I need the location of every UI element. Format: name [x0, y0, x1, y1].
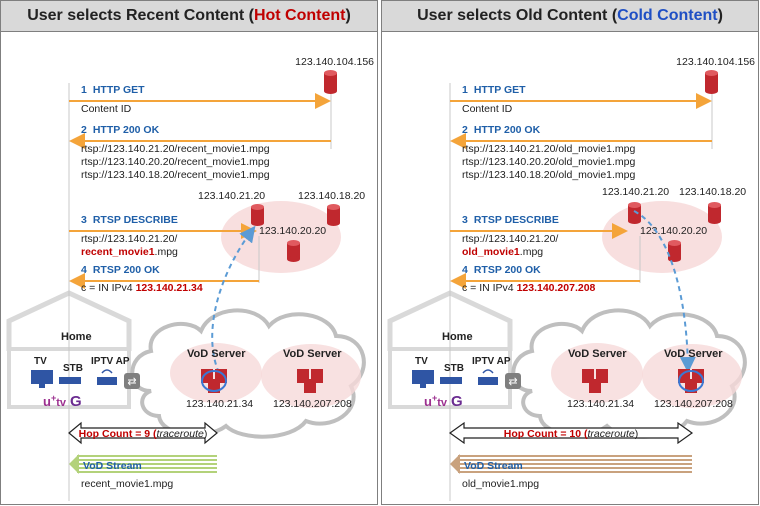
tv-icon — [31, 370, 53, 388]
origin-server-icon — [324, 70, 337, 94]
hop-count-arrow — [448, 421, 694, 445]
hop-count-label: Hop Count = 9 (traceroute) — [79, 428, 208, 440]
step4-detail: c = IN IPv4 123.140.21.34 — [81, 282, 203, 294]
step1-detail: Content ID — [462, 103, 513, 115]
redirect-arrow — [633, 210, 696, 373]
cache-server-icon — [668, 240, 681, 262]
cache-server-icon — [327, 204, 340, 226]
cache-server-icon — [251, 204, 264, 226]
step3-file: old_movie1.mpg — [462, 246, 543, 258]
ap-label: IPTV AP — [472, 356, 511, 367]
cluster-ip-a: 123.140.21.20 — [198, 190, 265, 202]
step2-url: rtsp://123.140.18.20/old_movie1.mpg — [462, 169, 636, 181]
ap-label: IPTV AP — [91, 356, 130, 367]
vod-server-ip: 123.140.207.208 — [273, 398, 352, 410]
step3-url: rtsp://123.140.21.20/ — [462, 233, 558, 245]
vod-stream-arrow — [69, 454, 217, 474]
vod-server-label: VoD Server — [664, 348, 723, 360]
redirect-arrow — [211, 225, 256, 374]
cache-cluster-area — [221, 201, 341, 273]
vod-server-ip: 123.140.21.34 — [567, 398, 634, 410]
origin-ip: 123.140.104.156 — [295, 56, 374, 68]
vod-server-icon — [678, 369, 704, 393]
vod-stream-arrow — [450, 454, 692, 474]
origin-ip: 123.140.104.156 — [676, 56, 755, 68]
step1-detail: Content ID — [81, 103, 132, 115]
sync-icon: ⇄ — [505, 373, 521, 389]
hop-count-arrow — [68, 421, 218, 445]
tv-label: TV — [415, 356, 428, 367]
step3-file: recent_movie1.mpg — [81, 246, 178, 258]
vod-server-icon — [201, 369, 227, 393]
origin-server-icon — [705, 70, 718, 94]
panel-title: User selects Old Content (Cold Content) — [382, 1, 758, 32]
vod-server-label: VoD Server — [568, 348, 627, 360]
vod-server-label: VoD Server — [283, 348, 342, 360]
step2-url: rtsp://123.140.21.20/old_movie1.mpg — [462, 143, 636, 155]
step2-url: rtsp://123.140.20.20/old_movie1.mpg — [462, 156, 636, 168]
step3-url: rtsp://123.140.21.20/ — [81, 233, 177, 245]
step2-url: rtsp://123.140.20.20/recent_movie1.mpg — [81, 156, 270, 168]
cache-server-icon — [287, 240, 300, 262]
tv-label: TV — [34, 356, 47, 367]
step4-detail: c = IN IPv4 123.140.207.208 — [462, 282, 596, 294]
ap-icon — [97, 369, 117, 385]
cluster-ip-a: 123.140.21.20 — [602, 186, 669, 198]
vod-stream-file: old_movie1.mpg — [462, 478, 539, 490]
sync-icon: ⇄ — [124, 373, 140, 389]
cache-cluster-area — [602, 201, 722, 273]
stb-icon — [59, 377, 81, 384]
hop-count-label: Hop Count = 10 (traceroute) — [504, 428, 639, 440]
svg-text:⇄: ⇄ — [508, 376, 517, 388]
cluster-ip-c: 123.140.20.20 — [259, 225, 326, 237]
vod-server-icon — [297, 369, 323, 393]
tv-icon — [412, 370, 434, 388]
vod-stream-file: recent_movie1.mpg — [81, 478, 173, 490]
stb-icon — [440, 377, 462, 384]
step2-url: rtsp://123.140.18.20/recent_movie1.mpg — [81, 169, 270, 181]
home-label: Home — [442, 331, 473, 343]
hot-content-panel: User selects Recent Content (Hot Content… — [0, 0, 378, 505]
cache-server-icon — [628, 202, 641, 224]
svg-text:⇄: ⇄ — [127, 376, 136, 388]
vod-server-ip: 123.140.207.208 — [654, 398, 733, 410]
vod-stream-label: VoD Stream — [464, 460, 523, 472]
step2-url: rtsp://123.140.21.20/recent_movie1.mpg — [81, 143, 270, 155]
stb-label: STB — [444, 363, 464, 374]
vod-server-label: VoD Server — [187, 348, 246, 360]
cluster-ip-b: 123.140.18.20 — [298, 190, 365, 202]
panel-title: User selects Recent Content (Hot Content… — [1, 1, 377, 32]
vod-server-ip: 123.140.21.34 — [186, 398, 253, 410]
cold-content-panel: User selects Old Content (Cold Content) … — [381, 0, 759, 505]
home-label: Home — [61, 331, 92, 343]
stb-label: STB — [63, 363, 83, 374]
cluster-ip-c: 123.140.20.20 — [640, 225, 707, 237]
vod-server-icon — [582, 369, 608, 393]
cluster-ip-b: 123.140.18.20 — [679, 186, 746, 198]
vod-stream-label: VoD Stream — [83, 460, 142, 472]
cache-server-icon — [708, 202, 721, 224]
ap-icon — [478, 369, 498, 385]
